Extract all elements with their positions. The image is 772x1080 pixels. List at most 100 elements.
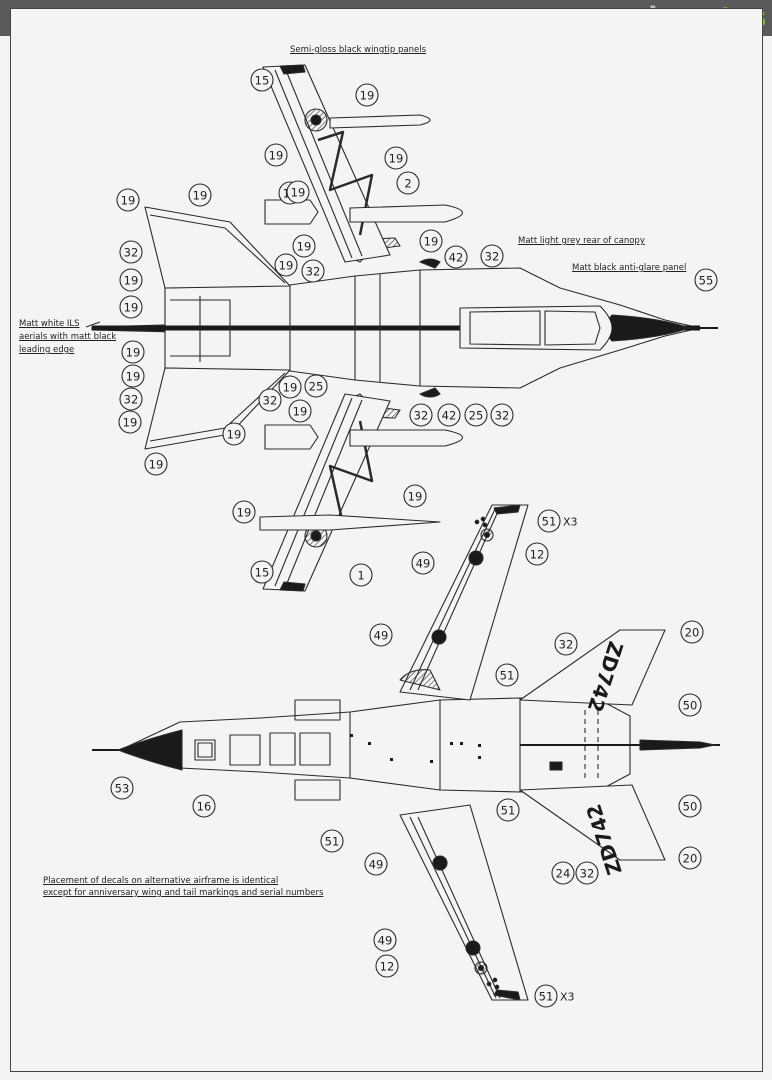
wingtip-black-bottom — [279, 581, 306, 592]
callout-42: 42 — [444, 245, 468, 269]
callout-number: 19 — [124, 301, 139, 315]
callout-number: 32 — [580, 867, 595, 881]
callout-19: 19 — [278, 375, 302, 399]
nose-radome-black — [605, 314, 691, 342]
callout-19: 19 — [119, 295, 143, 319]
callout-number: 19 — [279, 259, 294, 273]
callout-number: 32 — [263, 394, 278, 408]
callout-circle — [551, 861, 575, 885]
wing-lower-surface-bottom — [399, 804, 529, 1001]
callout-49: 49 — [369, 623, 393, 647]
callout-number: 32 — [485, 250, 500, 264]
tailplane-left-upper — [144, 206, 291, 289]
callout-multiplier: X3 — [560, 991, 575, 1004]
callout-50: 50 — [678, 794, 702, 818]
callout-number: 2 — [404, 177, 411, 191]
callout-19: 19 — [121, 364, 145, 388]
callout-circle — [369, 623, 393, 647]
callout-19: 19 — [403, 484, 427, 508]
callout-51: 51 X3 — [537, 509, 578, 533]
callout-19: 19 — [232, 500, 256, 524]
lower-view-aircraft — [92, 504, 720, 1001]
callout-number: 49 — [374, 629, 389, 643]
callout-number: 32 — [306, 265, 321, 279]
callout-19: 19 — [292, 234, 316, 258]
callout-number: 25 — [469, 409, 484, 423]
callout-19: 19 — [144, 452, 168, 476]
tail-cone-lower — [639, 739, 716, 751]
callout-circle — [264, 143, 288, 167]
callout-19: 19 — [288, 399, 312, 423]
callout-number: 19 — [297, 240, 312, 254]
note-anti-glare: Matt black anti-glare panel — [572, 263, 687, 273]
callout-multiplier: X3 — [563, 516, 578, 529]
callout-circle — [232, 500, 256, 524]
callout-32: 32 — [409, 403, 433, 427]
callout-number: 51 — [325, 835, 340, 849]
callout-19: 19 — [286, 180, 310, 204]
callout-circle — [375, 954, 399, 978]
callout-number: 15 — [255, 74, 270, 88]
callout-number: 55 — [699, 274, 714, 288]
callout-19: 19 — [264, 143, 288, 167]
callout-number: 19 — [121, 194, 136, 208]
upper-view-aircraft — [85, 64, 718, 592]
callout-16: 16 — [192, 794, 216, 818]
callout-circle — [110, 776, 134, 800]
callout-circle — [278, 375, 302, 399]
callout-20: 20 — [680, 620, 704, 644]
callout-circle — [480, 244, 504, 268]
callout-number: 49 — [369, 858, 384, 872]
callout-number: 49 — [416, 557, 431, 571]
callout-55: 55 — [694, 268, 718, 292]
callout-circle — [373, 928, 397, 952]
wingtip-black-top — [279, 64, 306, 75]
callout-number: 19 — [269, 149, 284, 163]
callout-32: 32 — [119, 240, 143, 264]
wing-lower-surface-top — [399, 504, 529, 701]
callout-circle — [396, 171, 420, 195]
callout-number: 20 — [685, 626, 700, 640]
callout-circle — [118, 410, 142, 434]
callout-number: 51 — [542, 515, 557, 529]
callout-49: 49 — [411, 551, 435, 575]
instruction-sheet — [10, 8, 763, 1072]
callout-number: 49 — [378, 934, 393, 948]
callout-51: 51 X3 — [534, 984, 575, 1008]
callout-number: 51 — [539, 990, 554, 1004]
callout-circle — [464, 403, 488, 427]
callout-50: 50 — [678, 693, 702, 717]
callout-circle — [678, 794, 702, 818]
callout-number: 32 — [124, 246, 139, 260]
callout-number: 19 — [424, 235, 439, 249]
callout-19: 19 — [118, 410, 142, 434]
callout-2: 2 — [396, 171, 420, 195]
callout-circle — [121, 340, 145, 364]
callout-51: 51 — [495, 663, 519, 687]
note-wingtip-panels: Semi-gloss black wingtip panels — [290, 45, 427, 55]
callout-19: 19 — [119, 268, 143, 292]
wing-lower-top — [262, 393, 391, 592]
callout-number: 42 — [442, 409, 457, 423]
callout-circle — [292, 234, 316, 258]
dark-circle-49-c — [432, 855, 448, 871]
note-ils-aerials-1: Matt white ILS — [19, 319, 80, 329]
dark-circle-49-b — [431, 629, 447, 645]
callout-number: 19 — [123, 416, 138, 430]
callout-circle — [364, 852, 388, 876]
callout-number: 50 — [683, 699, 698, 713]
callout-number: 32 — [414, 409, 429, 423]
anniversary-zigzag-top — [317, 130, 374, 236]
callout-circle — [680, 620, 704, 644]
callout-49: 49 — [373, 928, 397, 952]
callout-number: 51 — [500, 669, 515, 683]
callout-number: 12 — [530, 548, 545, 562]
callout-number: 32 — [495, 409, 510, 423]
callout-layer: 1519191918219191919194232321932191955191… — [110, 68, 718, 1008]
callout-number: 32 — [124, 393, 139, 407]
callout-number: 1 — [357, 569, 364, 583]
callout-19: 19 — [274, 253, 298, 277]
callout-circle — [554, 632, 578, 656]
callout-circle — [119, 295, 143, 319]
